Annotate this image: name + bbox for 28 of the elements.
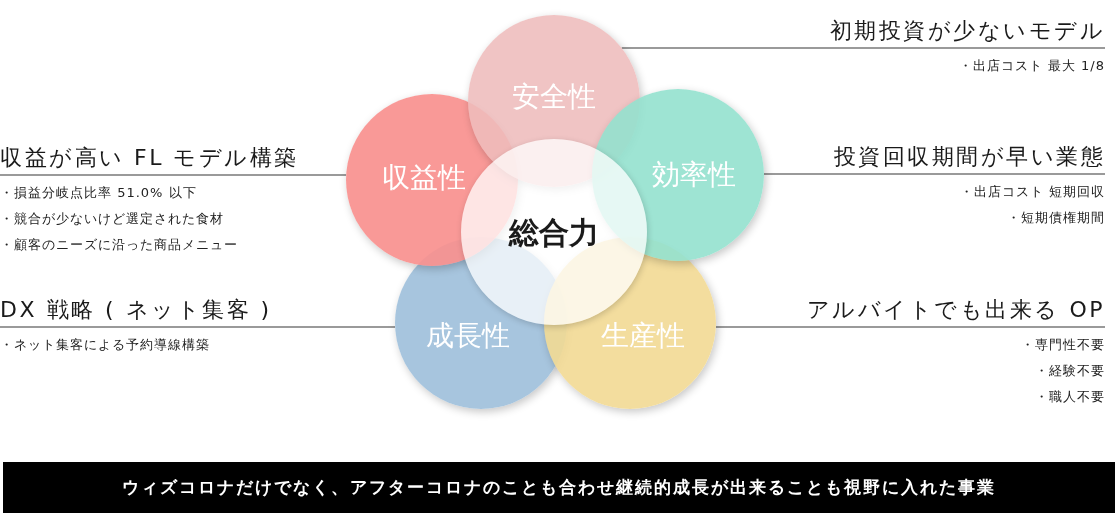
leader-line: [331, 174, 348, 176]
banner-text: ウィズコロナだけでなく、アフターコロナのことも合わせ継続的成長が出来ることも視野に入れた事業: [122, 476, 996, 499]
bullet-item: ・顧客のニーズに沿った商品メニュー: [0, 236, 238, 254]
circle-label: 安全性: [512, 81, 596, 113]
bullet-item: ・経験不要: [1035, 362, 1105, 380]
banner-band: [3, 462, 1115, 513]
circle-label: 成長性: [426, 320, 510, 352]
bullet-item: ・損益分岐点比率 51.0% 以下: [0, 184, 197, 202]
circle-label: 収益性: [382, 162, 466, 194]
bullet-item: ・競合が少ないけど選定された食材: [0, 210, 224, 228]
leader-line: [339, 326, 397, 328]
circle-label: 効率性: [652, 159, 736, 191]
bullet-item: ・出店コスト 最大 1/8: [958, 57, 1105, 75]
bullet-item: ・出店コスト 短期回収: [959, 183, 1105, 201]
bullet-item: ・ネット集客による予約導線構築: [0, 336, 210, 354]
circle-label: 生産性: [601, 320, 685, 352]
bullet-item: ・職人不要: [1035, 388, 1105, 406]
callout-heading: 初期投資が少ないモデル: [829, 17, 1105, 45]
callout-heading: 投資回収期間が早い業態: [833, 143, 1105, 171]
callout-heading: DX 戦略 ( ネット集客 ): [0, 296, 272, 324]
leader-line: [620, 47, 813, 49]
callout-heading: 収益が高い FL モデル構築: [0, 144, 299, 172]
callout-heading: アルバイトでも出来る OP: [806, 296, 1105, 324]
bullet-item: ・短期債権期間: [1007, 209, 1105, 227]
leader-line: [763, 173, 799, 175]
leader-line: [714, 326, 759, 328]
bullet-item: ・専門性不要: [1021, 336, 1105, 354]
core-label: 総合力: [509, 215, 599, 249]
